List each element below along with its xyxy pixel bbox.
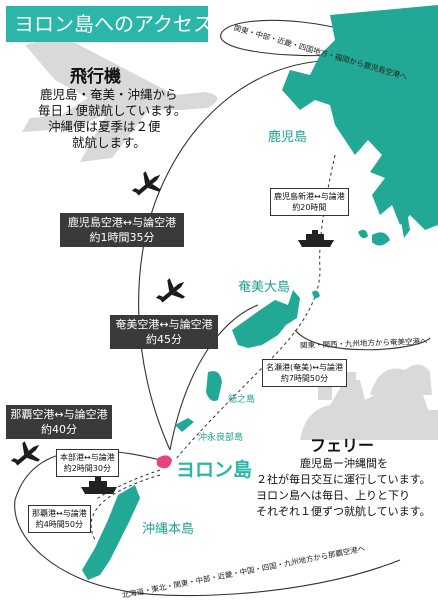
route-ferry-motobu xyxy=(94,469,161,501)
ferry-route-naze-label: 名瀬港(奄美)↔与論港 約7時間50分 xyxy=(262,359,347,387)
air-route-kagoshima-line2: 約1時間35分 xyxy=(89,231,155,244)
air-line-3: 沖縄便は夏季は２便 xyxy=(48,119,161,134)
air-heading: 飛行機 xyxy=(70,67,121,87)
ferry-route-motobu-line2: 約2時間30分 xyxy=(63,464,111,473)
ferry-line-3: ヨロン島へは毎日、上りと下り xyxy=(256,489,410,502)
air-route-kagoshima-line1: 鹿児島空港↔与論空港 xyxy=(67,216,177,229)
air-line-2: 毎日１便就航しています。 xyxy=(38,103,187,118)
ship-icon-1 xyxy=(298,230,334,247)
satsuma-islet xyxy=(358,229,368,239)
route-ferry-kagoshima xyxy=(174,154,336,461)
island-label-amami: 奄美大島 xyxy=(238,280,291,295)
page-title: ヨロン島へのアクセス xyxy=(6,6,213,42)
plane-icon-3 xyxy=(10,441,41,466)
island-label-kagoshima: 鹿児島 xyxy=(268,130,308,145)
route-middle-arc xyxy=(294,329,431,351)
route-amami-air xyxy=(169,304,259,451)
air-route-naha-line1: 那覇空港↔与論空港 xyxy=(10,408,108,421)
air-line-4: 就航します。 xyxy=(72,135,146,150)
ferry-route-naha-line1: 那覇港↔与論港 xyxy=(32,509,87,518)
ferry-route-motobu-line1: 本部港↔与論港 xyxy=(60,453,115,462)
island-label-okinawa: 沖縄本島 xyxy=(142,522,195,537)
okinoerabu-island xyxy=(175,418,194,432)
air-route-naha-line2: 約40分 xyxy=(41,423,77,436)
ship-icon-2 xyxy=(81,477,117,494)
plane-icon-2 xyxy=(155,278,186,303)
tokunoshima-island xyxy=(206,371,222,401)
air-route-naha-label: 那覇空港↔与論空港 約40分 xyxy=(6,405,112,439)
kikai-island xyxy=(312,290,320,299)
kagoshima-landmass xyxy=(282,5,438,230)
island-label-okinoerabu: 沖永良部島 xyxy=(198,433,244,443)
air-route-amami-line2: 約45分 xyxy=(146,333,182,346)
ferry-route-naha-line2: 約4時間50分 xyxy=(35,520,83,529)
yoron-island xyxy=(156,455,172,469)
island-label-yoron: ヨロン島 xyxy=(176,459,253,481)
okinawa-island xyxy=(82,485,140,580)
route-bottom-arc xyxy=(119,559,401,597)
ferry-heading: フェリー xyxy=(310,436,375,455)
ferry-line-1: 鹿児島ー沖縄間を xyxy=(300,457,388,470)
air-route-amami-label: 奄美空港↔与論空港 約45分 xyxy=(110,315,218,349)
ferry-line-4: それぞれ１便ずつ就航しています。 xyxy=(256,505,431,518)
ferry-route-kagoshima-label: 鹿児島新港↔与論港 約20時間 xyxy=(270,188,349,216)
ferry-route-kagoshima-line1: 鹿児島新港↔与論港 xyxy=(274,192,345,201)
island-label-tokunoshima: 徳之島 xyxy=(228,395,256,405)
ferry-route-naze-line2: 約7時間50分 xyxy=(280,374,329,383)
tanegashima xyxy=(398,200,410,238)
background-plane-icon xyxy=(22,35,218,162)
ferry-line-2: ２社が毎日交互に運行しています。 xyxy=(256,473,431,486)
air-line-1: 鹿児島・奄美・沖縄から xyxy=(40,87,178,102)
air-route-kagoshima-label: 鹿児島空港↔与論空港 約1時間35分 xyxy=(60,213,184,247)
air-route-amami-line1: 奄美空港↔与論空港 xyxy=(115,318,213,331)
ferry-route-naha-label: 那覇港↔与論港 約4時間50分 xyxy=(28,505,91,533)
yakushima xyxy=(372,232,390,246)
amami-island xyxy=(232,290,300,348)
ferry-route-kagoshima-line2: 約20時間 xyxy=(292,203,327,212)
ferry-route-naze-line1: 名瀬港(奄美)↔与論港 xyxy=(266,363,343,372)
plane-icon-1 xyxy=(131,171,162,196)
ferry-route-motobu-label: 本部港↔与論港 約2時間30分 xyxy=(56,449,119,477)
